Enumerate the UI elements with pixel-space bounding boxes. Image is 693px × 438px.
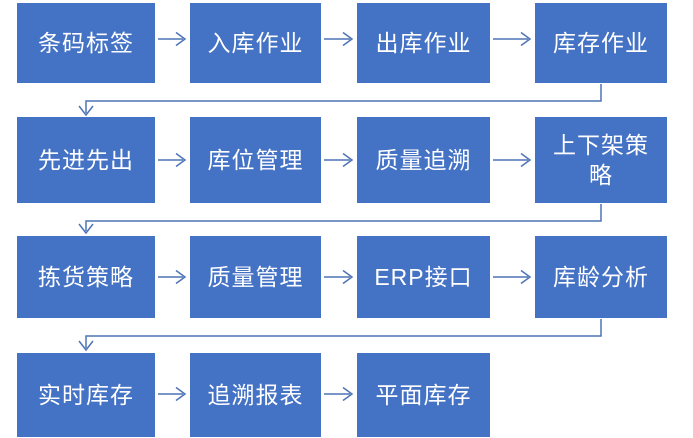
flow-step-box: 平面库存 — [357, 353, 490, 437]
flow-step-label: 实时库存 — [38, 381, 134, 408]
arrow-right-icon — [493, 269, 532, 285]
flow-step-label: 上下架策略 — [553, 131, 649, 188]
arrow-right-icon — [158, 386, 187, 402]
arrow-right-icon — [158, 31, 187, 47]
flow-step-label: 平面库存 — [375, 381, 472, 408]
flow-step-box: 追溯报表 — [190, 353, 321, 437]
flow-step-box: 上下架策略 — [535, 117, 667, 203]
flow-step-label: 拣货策略 — [38, 263, 134, 290]
flow-step-label: 质量追溯 — [375, 146, 472, 173]
flow-step-box: 库位管理 — [190, 117, 321, 203]
flow-step-label: 入库作业 — [207, 29, 304, 56]
flow-step-label: 出库作业 — [375, 29, 472, 56]
arrow-right-icon — [324, 152, 354, 168]
flow-step-label: 追溯报表 — [207, 381, 304, 408]
arrow-right-icon — [324, 386, 354, 402]
row-wrap-arrow-icon — [78, 204, 602, 235]
arrow-right-icon — [324, 31, 354, 47]
flow-step-label: 库存作业 — [553, 29, 649, 56]
flow-step-label: 库位管理 — [207, 146, 304, 173]
arrow-right-icon — [158, 269, 187, 285]
flow-step-box: 库龄分析 — [535, 236, 667, 318]
flow-step-box: 拣货策略 — [17, 236, 155, 318]
arrow-right-icon — [324, 269, 354, 285]
flow-step-label: 质量管理 — [207, 263, 304, 290]
flow-step-box: 质量追溯 — [357, 117, 490, 203]
flow-step-box: 先进先出 — [17, 117, 155, 203]
flow-step-box: 库存作业 — [535, 3, 667, 83]
flow-step-label: 库龄分析 — [553, 263, 649, 290]
flow-step-box: 入库作业 — [190, 3, 321, 83]
flow-step-label: 先进先出 — [38, 146, 134, 173]
row-wrap-arrow-icon — [78, 84, 602, 117]
arrow-right-icon — [158, 152, 187, 168]
flow-step-label: 条码标签 — [38, 29, 134, 56]
arrow-right-icon — [493, 152, 532, 168]
flow-step-box: 实时库存 — [17, 353, 155, 437]
flow-step-box: 出库作业 — [357, 3, 490, 83]
row-wrap-arrow-icon — [78, 319, 602, 352]
arrow-right-icon — [493, 31, 532, 47]
flow-step-label: ERP接口 — [374, 263, 473, 290]
flow-step-box: ERP接口 — [357, 236, 490, 318]
flow-step-box: 条码标签 — [17, 3, 155, 83]
flow-step-box: 质量管理 — [190, 236, 321, 318]
